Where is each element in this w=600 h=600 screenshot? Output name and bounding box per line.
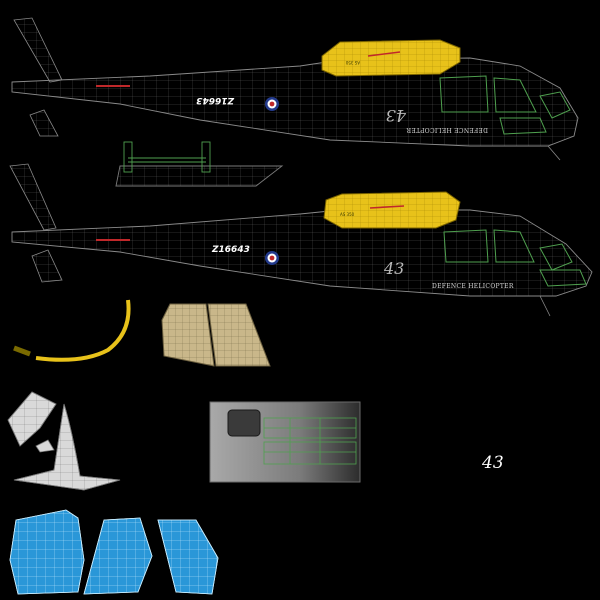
- tail-fin: [13, 17, 63, 137]
- interior-panel-uv: [209, 401, 361, 483]
- skid-panel-uv: [161, 303, 271, 367]
- fuselage-body: [11, 57, 579, 147]
- tail-fin-uv: [7, 391, 121, 491]
- serial-number: Z16643: [196, 95, 235, 105]
- cockpit-windows: [443, 229, 587, 287]
- cowl-text: AS 350: [345, 60, 360, 65]
- standalone-number: 43: [481, 453, 504, 473]
- roundel-icon: [265, 251, 279, 265]
- window-glass-uv: [9, 509, 219, 595]
- rotor-strip-part: [35, 299, 131, 362]
- cowl-text: AS 350: [340, 212, 355, 217]
- serial-number: Z16643: [211, 245, 250, 255]
- livery-text: DEFENCE HELICOPTER: [406, 126, 488, 133]
- roundel-icon: [265, 97, 279, 111]
- cockpit-windows: [439, 75, 571, 135]
- landing-skid-wireframe: [115, 141, 284, 187]
- tail-fin: [9, 163, 63, 283]
- livery-text: DEFENCE HELICOPTER: [432, 283, 514, 290]
- fleet-number: 43: [383, 259, 404, 278]
- fleet-number: 43: [386, 106, 407, 125]
- fuselage-bottom-view: AS 350 Z16643 43 DEFENCE HELICOPTER: [9, 163, 593, 317]
- fuselage-top-view: AS 350 Z16643 43 DEFENCE HELICOPTER: [11, 17, 579, 161]
